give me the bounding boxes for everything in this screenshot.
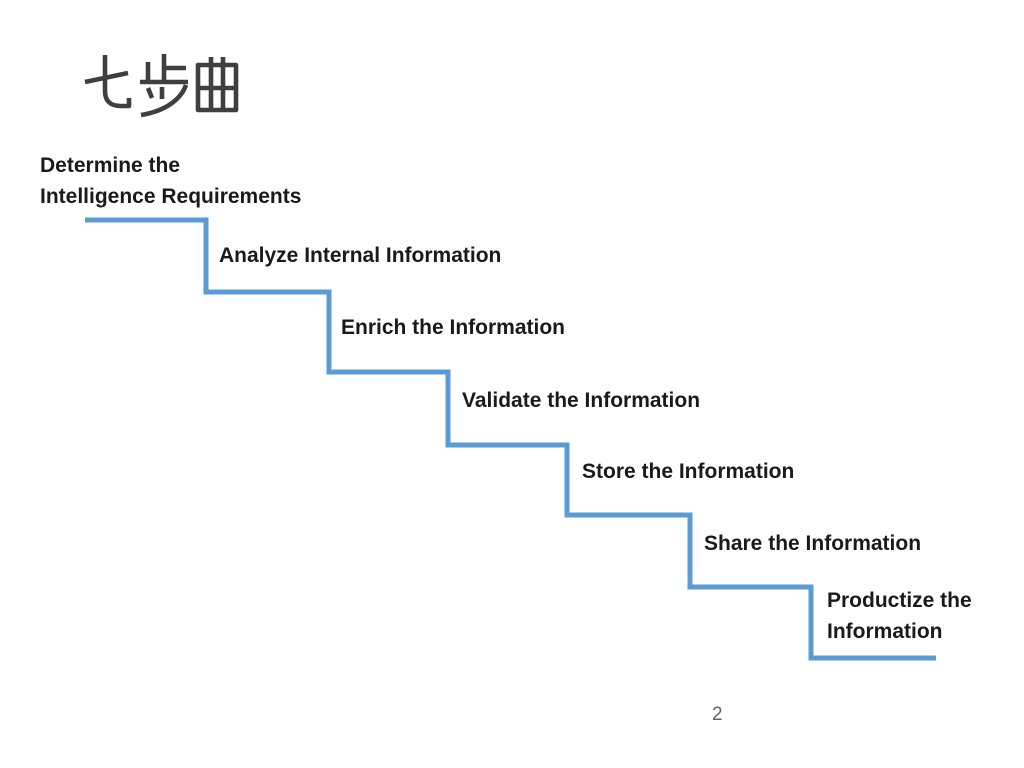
step-label-7: Productize the Information — [827, 589, 972, 643]
page-number: 2 — [712, 704, 723, 725]
staircase-line — [85, 217, 936, 661]
glyph-bu-left-dot — [145, 87, 155, 99]
step-label-3: Enrich the Information — [341, 316, 566, 339]
step-label-4: Validate the Information — [462, 389, 701, 412]
step-label-5: Store the Information — [582, 460, 795, 483]
step-label-1: Determine the Intelligence Requirements — [40, 154, 302, 208]
title-stroke-group — [84, 54, 239, 118]
step-label-2: Analyze Internal Information — [219, 244, 502, 267]
glyph-qi-vertical-hook — [102, 55, 132, 109]
page-title: 七步曲 — [84, 54, 244, 118]
title-glyphs-svg — [84, 54, 239, 118]
step-label-6: Share the Information — [704, 532, 922, 555]
glyph-bu-sweep — [140, 84, 189, 118]
